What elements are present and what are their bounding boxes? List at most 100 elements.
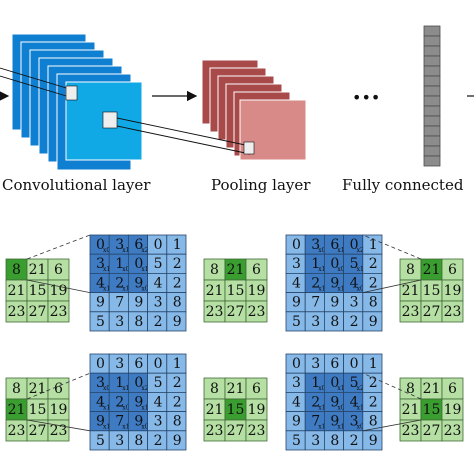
input-value: 4 bbox=[154, 275, 163, 291]
kernel-link-top bbox=[26, 234, 91, 260]
input-value: 0 bbox=[330, 256, 339, 272]
input-value: 9 bbox=[330, 295, 339, 311]
kernel-weight: x1 bbox=[357, 266, 364, 273]
input-value: 8 bbox=[134, 433, 143, 449]
input-value: 6 bbox=[330, 237, 339, 253]
input-value: 7 bbox=[115, 414, 124, 430]
input-value: 4 bbox=[96, 275, 105, 291]
input-value: 5 bbox=[96, 314, 105, 330]
input-value: 6 bbox=[134, 356, 143, 372]
output-value: 8 bbox=[210, 262, 219, 278]
output-value: 21 bbox=[227, 381, 245, 397]
input-value: 2 bbox=[173, 394, 182, 410]
conv-window bbox=[102, 111, 118, 129]
kernel-weight: x0 bbox=[318, 247, 325, 254]
input-value: 2 bbox=[350, 314, 359, 330]
input-value: 2 bbox=[369, 394, 378, 410]
input-value: 0 bbox=[330, 375, 339, 391]
input-value: 2 bbox=[173, 256, 182, 272]
output-value: 23 bbox=[50, 423, 68, 439]
kernel-weight: x1 bbox=[318, 266, 325, 273]
output-value: 15 bbox=[227, 402, 245, 418]
input-value: 5 bbox=[292, 314, 301, 330]
kernel-weight: x0 bbox=[357, 285, 364, 292]
input-value: 2 bbox=[115, 275, 124, 291]
input-value: 3 bbox=[115, 356, 124, 372]
output-cell bbox=[245, 300, 268, 323]
fully-connected-caption: Fully connected bbox=[342, 176, 464, 194]
input-value: 3 bbox=[154, 414, 163, 430]
output-value: 21 bbox=[206, 283, 224, 299]
input-cell bbox=[362, 430, 383, 451]
input-value: 1 bbox=[369, 237, 378, 253]
input-value: 0 bbox=[134, 256, 143, 272]
output-value: 19 bbox=[444, 402, 462, 418]
fc-neuron bbox=[423, 135, 441, 147]
fc-neuron bbox=[423, 55, 441, 67]
input-value: 5 bbox=[350, 375, 359, 391]
fc-neuron bbox=[423, 85, 441, 97]
output-value: 19 bbox=[50, 402, 68, 418]
kernel-weight: x0 bbox=[318, 385, 325, 392]
input-value: 0 bbox=[350, 237, 359, 253]
input-value: 3 bbox=[154, 295, 163, 311]
output-value: 6 bbox=[448, 381, 457, 397]
kernel-weight: x1 bbox=[318, 424, 325, 431]
output-cell bbox=[441, 300, 464, 323]
input-value: 0 bbox=[96, 237, 105, 253]
input-cell bbox=[166, 311, 187, 332]
output-value: 23 bbox=[248, 423, 266, 439]
input-value: 9 bbox=[134, 295, 143, 311]
input-value: 4 bbox=[154, 394, 163, 410]
input-cell bbox=[166, 430, 187, 451]
input-value: 9 bbox=[96, 414, 105, 430]
pooling-layer-stack bbox=[201, 59, 307, 161]
kernel-weight: x1 bbox=[141, 404, 148, 411]
input-value: 2 bbox=[369, 375, 378, 391]
input-value: 8 bbox=[369, 295, 378, 311]
input-value: 2 bbox=[173, 375, 182, 391]
output-value: 21 bbox=[29, 262, 47, 278]
output-value: 21 bbox=[29, 381, 47, 397]
output-value: 19 bbox=[248, 283, 266, 299]
input-window bbox=[65, 85, 78, 101]
fc-neuron bbox=[423, 145, 441, 157]
output-value: 23 bbox=[206, 423, 224, 439]
output-cell bbox=[245, 419, 268, 442]
output-value: 23 bbox=[8, 423, 26, 439]
input-value: 2 bbox=[311, 394, 320, 410]
output-cell bbox=[47, 300, 70, 323]
kernel-weight: x0 bbox=[103, 247, 110, 254]
fc-neuron bbox=[423, 75, 441, 87]
input-value: 2 bbox=[311, 275, 320, 291]
input-value: 8 bbox=[173, 414, 182, 430]
input-value: 1 bbox=[369, 356, 378, 372]
input-value: 9 bbox=[173, 433, 182, 449]
output-value: 15 bbox=[29, 402, 47, 418]
kernel-weight: x1 bbox=[337, 247, 344, 254]
kernel-weight: x1 bbox=[141, 266, 148, 273]
kernel-weight: x2 bbox=[357, 247, 364, 254]
input-value: 9 bbox=[330, 275, 339, 291]
output-value: 27 bbox=[227, 304, 245, 320]
input-value: 9 bbox=[173, 314, 182, 330]
input-value: 6 bbox=[330, 356, 339, 372]
kernel-weight: x1 bbox=[122, 385, 129, 392]
input-value: 3 bbox=[311, 356, 320, 372]
kernel-weight: x1 bbox=[337, 385, 344, 392]
input-value: 2 bbox=[173, 275, 182, 291]
input-value: 3 bbox=[96, 256, 105, 272]
fc-neuron bbox=[423, 35, 441, 47]
kernel-weight: x1 bbox=[318, 285, 325, 292]
input-value: 9 bbox=[96, 295, 105, 311]
fc-neuron bbox=[423, 105, 441, 117]
input-value: 5 bbox=[350, 256, 359, 272]
input-value: 9 bbox=[134, 394, 143, 410]
fully-connected-column bbox=[423, 25, 441, 167]
kernel-weight: x0 bbox=[141, 285, 148, 292]
input-value: 3 bbox=[311, 237, 320, 253]
input-value: 4 bbox=[350, 275, 359, 291]
